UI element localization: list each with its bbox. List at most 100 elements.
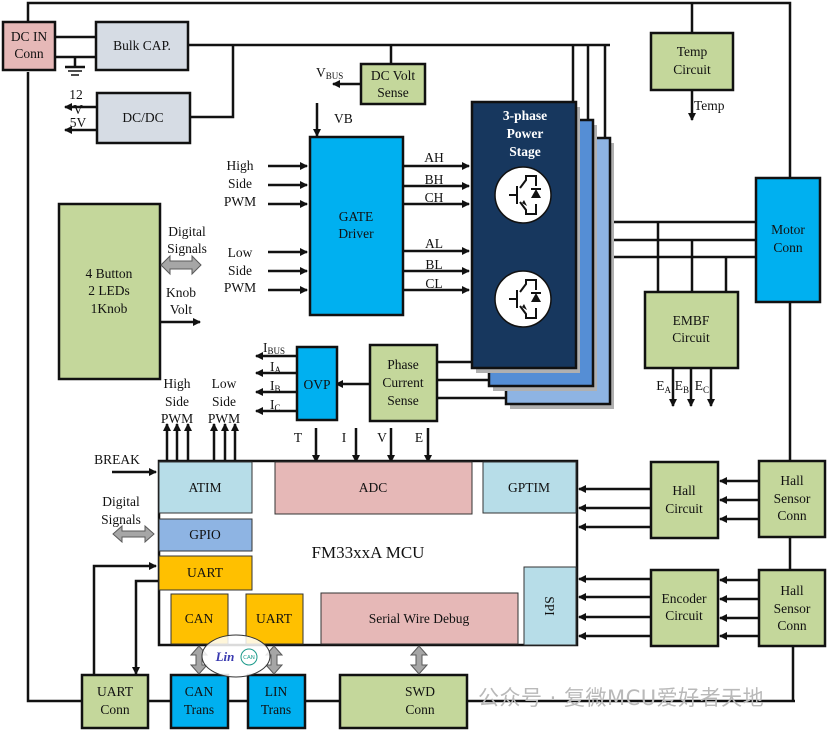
gate-driver-label-2: Driver xyxy=(338,226,374,241)
mcu-title: FM33xxA MCU xyxy=(312,543,425,562)
output-5v-label: 5V xyxy=(70,115,87,130)
encoder-circuit-label-1: Encoder xyxy=(662,591,707,606)
gptim-label: GPTIM xyxy=(508,480,550,495)
embf-output-ec-label: EC xyxy=(695,378,709,395)
atim-low-side-label-2: Side xyxy=(212,394,236,409)
dc-in-conn-block: DC IN Conn xyxy=(1,20,57,72)
phase-current-sense-block: Phase Current Sense xyxy=(368,343,439,423)
mcu-digital-signals-double-arrow-icon xyxy=(112,524,155,544)
dc-in-conn-label-1: DC IN xyxy=(11,29,48,44)
hall-circuit-block: Hall Circuit xyxy=(649,460,720,540)
gate-output-al-label: AL xyxy=(425,236,443,251)
ovp-output-ic-label: IC xyxy=(270,397,281,413)
gate-high-side-label-1: High xyxy=(227,158,254,173)
wires xyxy=(26,1,795,703)
atim-peripheral: ATIM xyxy=(158,461,253,514)
phase-current-sense-label-1: Phase xyxy=(387,357,419,372)
atim-label: ATIM xyxy=(189,480,222,495)
adc-input-i-label: I xyxy=(342,430,347,445)
ui-digital-signals-double-arrow-icon xyxy=(160,254,202,276)
ovp-label: OVP xyxy=(303,377,330,392)
uart2-label: UART xyxy=(256,611,293,626)
swd-conn-label-1: SWD xyxy=(405,684,435,699)
knob-volt-label-1: Knob xyxy=(166,285,196,300)
gpio-peripheral: GPIO xyxy=(158,518,253,552)
adc-input-v-label: V xyxy=(377,430,387,445)
igbt-high-icon xyxy=(494,166,552,224)
mcu-block: FM33xxA MCU ATIM ADC GPTIM GPIO UART CAN… xyxy=(157,459,579,647)
user-interface-block: 4 Button 2 LEDs 1Knob xyxy=(57,202,162,381)
atim-low-side-label-1: Low xyxy=(212,376,237,391)
ovp-output-ibus-label: IBUS xyxy=(263,340,285,356)
gate-driver-block: GATE Driver xyxy=(308,135,405,317)
gate-high-side-label-2: Side xyxy=(228,176,252,191)
gptim-peripheral: GPTIM xyxy=(482,461,577,514)
hall-circuit-label-1: Hall xyxy=(672,483,695,498)
power-stage-label-2: Power xyxy=(507,126,544,141)
spi-label: SPI xyxy=(542,596,557,616)
embf-circuit-label-1: EMBF xyxy=(673,313,710,328)
gate-driver-label-1: GATE xyxy=(339,209,374,224)
hall-sensor-conn-1-label-1: Hall xyxy=(780,473,803,488)
temp-circuit-block: Temp Circuit xyxy=(649,31,735,92)
uart-conn-label-2: Conn xyxy=(100,702,130,717)
igbt-low-icon xyxy=(494,270,552,328)
atim-high-side-label-3: PWM xyxy=(161,411,193,426)
mcu-digital-signals-label-2: Signals xyxy=(101,512,141,527)
power-stage-label-1: 3-phase xyxy=(503,108,547,123)
swd-conn-block: SWD Conn xyxy=(338,673,469,730)
gate-output-bh-label: BH xyxy=(425,172,444,187)
power-stage-block: 3-phase Power Stage xyxy=(470,100,614,409)
adc-peripheral: ADC xyxy=(274,461,473,515)
uart-conn-label-1: UART xyxy=(97,684,134,699)
knob-volt-label-2: Volt xyxy=(170,302,193,317)
uart-conn-block: UART Conn xyxy=(80,673,150,730)
swd-bidirectional-arrow-icon xyxy=(409,645,429,675)
ovp-block: OVP xyxy=(295,345,339,422)
can-trans-block: CAN Trans xyxy=(169,673,230,730)
motor-conn-label-2: Conn xyxy=(773,240,803,255)
embf-circuit-block: EMBF Circuit xyxy=(643,290,740,370)
adc-input-e-label: E xyxy=(415,430,423,445)
gate-output-ah-label: AH xyxy=(424,150,444,165)
can-logo-text: CAN xyxy=(243,655,255,661)
hall-sensor-conn-block-2: Hall Sensor Conn xyxy=(757,568,827,648)
serial-wire-debug-peripheral: Serial Wire Debug xyxy=(320,592,519,645)
bulk-cap-block: Bulk CAP. xyxy=(94,20,190,72)
dc-volt-sense-label-1: DC Volt xyxy=(371,68,415,83)
ovp-output-ib-label: IB xyxy=(270,378,281,394)
gate-output-cl-label: CL xyxy=(425,276,442,291)
dc-volt-sense-block: DC Volt Sense xyxy=(359,62,427,106)
gpio-label: GPIO xyxy=(189,527,221,542)
output-12v-unit-label: V xyxy=(73,102,83,117)
swd-conn-label-2: Conn xyxy=(405,702,435,717)
ui-digital-signals-label-2: Signals xyxy=(167,241,207,256)
spi-peripheral: SPI xyxy=(523,566,577,646)
gate-low-side-label-2: Side xyxy=(228,263,252,278)
lin-trans-label-2: Trans xyxy=(261,702,291,717)
gate-low-side-label-1: Low xyxy=(228,245,253,260)
can-trans-label-2: Trans xyxy=(184,702,214,717)
uart-peripheral-1: UART xyxy=(158,555,253,591)
can-label: CAN xyxy=(185,611,214,626)
ovp-output-ia-label: IA xyxy=(270,359,282,375)
atim-high-side-label-2: Side xyxy=(165,394,189,409)
can-peripheral: CAN xyxy=(170,593,229,645)
phase-current-sense-label-2: Current xyxy=(382,375,423,390)
lin-trans-label-1: LIN xyxy=(265,684,288,699)
uart-peripheral-2: UART xyxy=(245,593,304,645)
hall-sensor-conn-2-label-2: Sensor xyxy=(774,601,811,616)
embf-circuit-label-2: Circuit xyxy=(672,330,710,345)
atim-low-side-label-3: PWM xyxy=(208,411,240,426)
gate-high-side-label-3: PWM xyxy=(224,194,256,209)
lin-can-logo: Lin CAN xyxy=(201,634,271,678)
output-12v-label: 12 xyxy=(69,87,83,102)
embf-output-ea-label: EA xyxy=(656,378,671,395)
ui-panel-label-1: 4 Button xyxy=(86,266,133,281)
dc-dc-block: DC/DC xyxy=(95,91,192,145)
hall-circuit-label-2: Circuit xyxy=(665,501,703,516)
hall-sensor-conn-2-label-3: Conn xyxy=(777,618,807,633)
ui-panel-label-2: 2 LEDs xyxy=(88,283,130,298)
encoder-circuit-label-2: Circuit xyxy=(665,608,703,623)
